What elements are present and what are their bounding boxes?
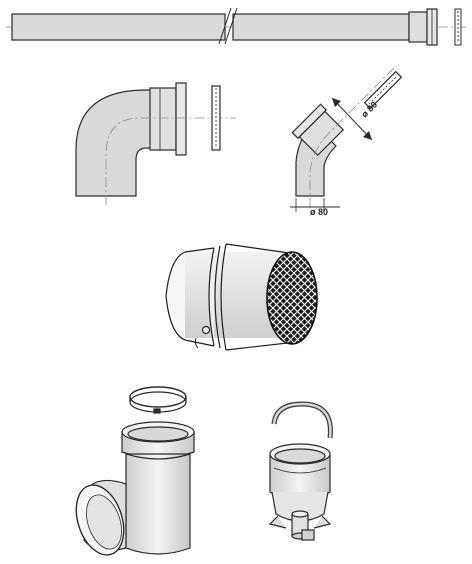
tee-fitting xyxy=(75,386,195,556)
straight-pipe xyxy=(6,7,466,46)
elbow45-bottom-label: ø 80 xyxy=(310,207,328,217)
elbow-45 xyxy=(290,65,403,212)
tee-seal-ring xyxy=(129,386,187,408)
elbow-87 xyxy=(75,82,236,205)
seal-ring xyxy=(454,8,462,46)
terminal-grille xyxy=(165,243,318,351)
condensate-trap xyxy=(268,401,333,541)
